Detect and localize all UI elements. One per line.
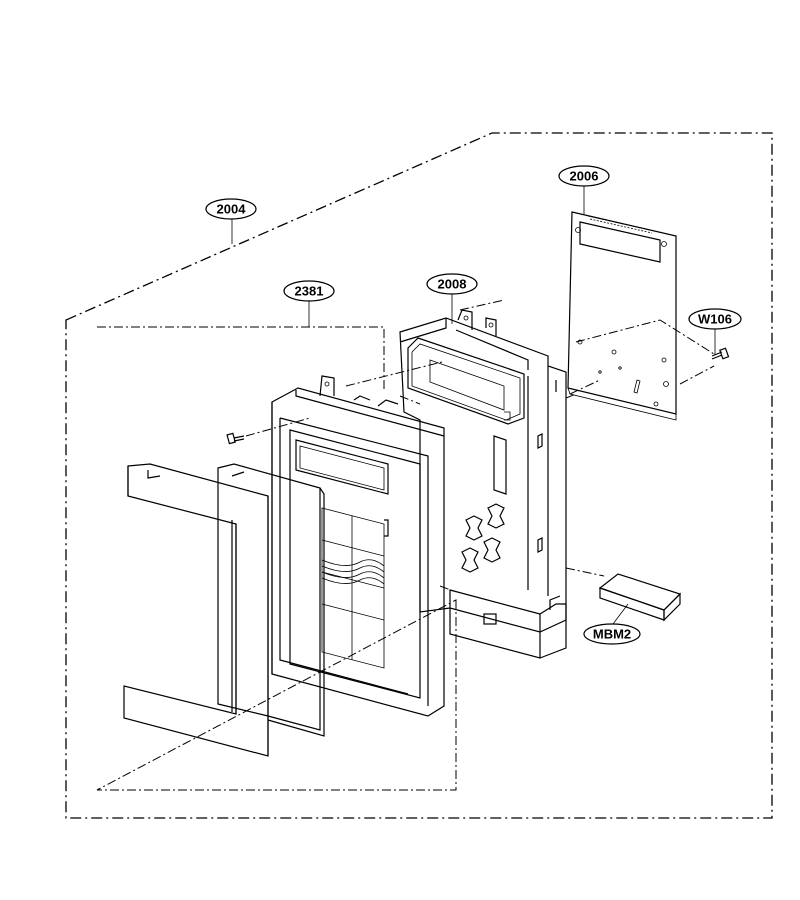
callout-leaders	[231, 186, 716, 625]
screw-left	[226, 432, 245, 445]
membrane-sheet	[217, 463, 325, 737]
callout-w106-text: W106	[698, 312, 732, 327]
callout-2006: 2006	[558, 165, 610, 187]
callout-2381-text: 2381	[295, 284, 324, 299]
callout-mbm2: MBM2	[583, 623, 641, 645]
callout-mbm2-text: MBM2	[593, 627, 631, 642]
screw-w106	[711, 347, 730, 360]
block-mbm2	[598, 573, 682, 622]
callout-2004-text: 2004	[217, 202, 247, 217]
callout-2006-text: 2006	[570, 169, 599, 184]
outer-frame	[123, 463, 269, 757]
callout-w106: W106	[688, 308, 742, 330]
assembly-2004-boundary	[65, 132, 773, 819]
callout-2004: 2004	[205, 198, 257, 220]
assembly-2381-boundary	[96, 326, 457, 791]
alignment-lines	[245, 299, 715, 593]
panel-display-housing	[271, 375, 445, 717]
pcb-2006	[567, 211, 677, 421]
callout-2381: 2381	[283, 280, 335, 302]
callout-2008: 2008	[426, 273, 478, 295]
keypad-contacts	[461, 503, 505, 573]
callout-2008-text: 2008	[438, 277, 467, 292]
frame-2008	[399, 309, 567, 659]
